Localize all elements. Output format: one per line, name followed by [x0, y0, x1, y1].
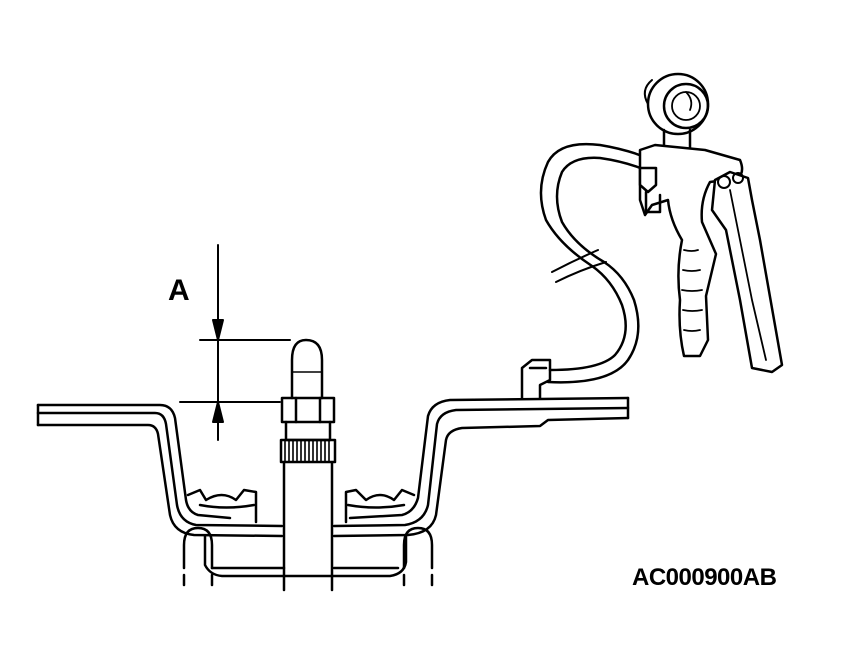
hand-vacuum-pump [638, 72, 784, 374]
dimension-a [179, 244, 291, 441]
right-boss [402, 526, 434, 570]
left-seal-shoulder [186, 488, 258, 524]
left-flange-inner [36, 411, 284, 528]
right-flange-lower [332, 416, 630, 538]
stem-hex-nut [280, 396, 336, 424]
housing-cross-section [36, 396, 630, 587]
gauge-inner [662, 82, 710, 130]
left-flange-outer [36, 403, 232, 520]
right-flange-inner [332, 406, 630, 528]
valve-stem [279, 338, 337, 592]
right-seal-shoulder [344, 488, 416, 524]
figure-id: AC000900AB [632, 564, 777, 591]
service-fitting [520, 358, 552, 400]
left-boss [182, 526, 214, 570]
base-plate-top [203, 534, 408, 578]
hose-outer [539, 142, 654, 372]
left-flange-lower [36, 423, 284, 538]
stem-shaft [282, 460, 334, 592]
hose-inner [546, 156, 652, 384]
stem-cap [290, 338, 324, 400]
vacuum-hose [539, 142, 654, 384]
right-flange-outer [348, 396, 630, 520]
dimension-label-a: A [168, 274, 190, 307]
